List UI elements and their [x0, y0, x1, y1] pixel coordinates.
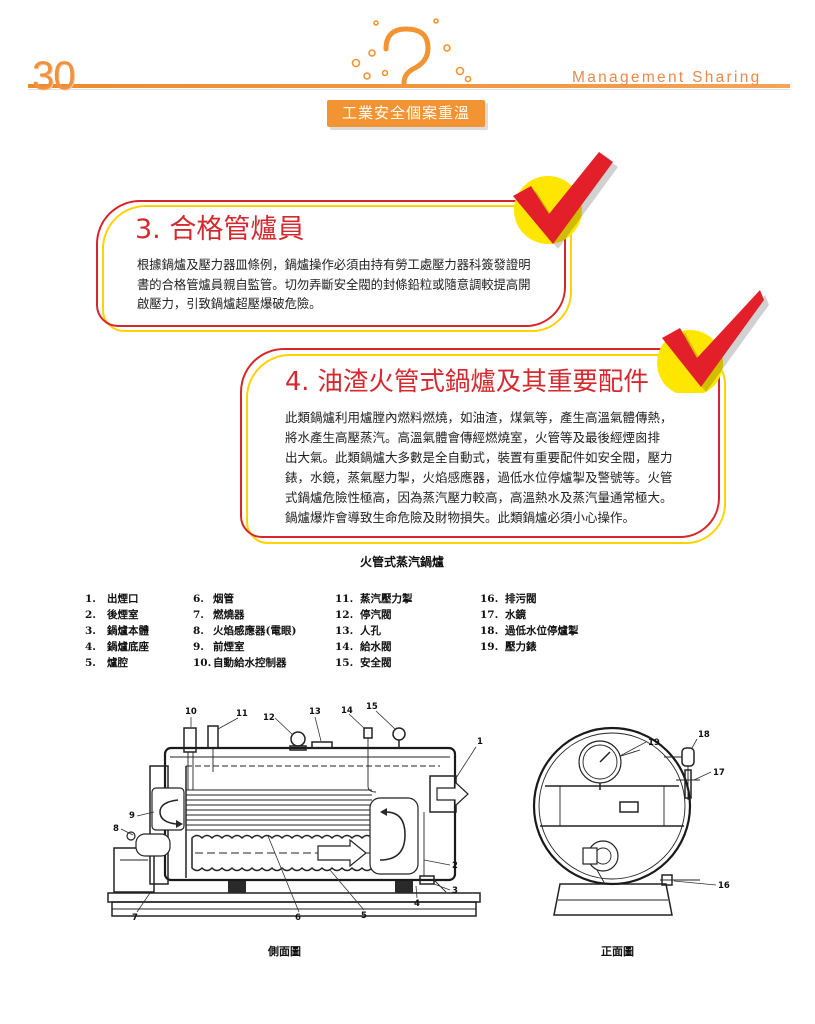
section3-line: 啟壓力，引致鍋爐超壓爆破危險。 [137, 297, 322, 311]
diagram-title: 火管式蒸汽鍋爐 [360, 555, 445, 569]
legend-item: 2.後煙室 [85, 609, 139, 621]
front-shell [532, 726, 692, 886]
section4-body: 此類鍋爐利用爐膛內燃料燃燒，如油渣，煤氣等，產生高溫氣體傳熱， 將水產生高壓蒸汽… [285, 408, 673, 528]
section4-line: 式鍋爐危險性極高，因為蒸汽壓力較高，高溫熱水及蒸汽量通常極大。 [285, 490, 673, 505]
callout-number: 7 [132, 913, 138, 923]
section-label: 工業安全個案重溫 [327, 100, 485, 127]
section3-frame-yellow [102, 205, 572, 332]
exhaust-outlet [429, 775, 469, 813]
front-fittings [660, 747, 700, 886]
section3-line: 根據鍋爐及壓力器皿條例，鍋爐操作必須由持有勞工處壓力器科簽發證明 [137, 258, 531, 272]
pressure-gauge [578, 740, 641, 790]
callout-number: 5 [361, 911, 367, 921]
section4-line: 錶，水鏡，蒸氣壓力掣，火焰感應器，過低水位停爐掣及警號等。火管 [285, 470, 673, 485]
callout-number: 18 [698, 730, 710, 740]
callout-number: 16 [718, 881, 730, 891]
callout-number: 12 [263, 713, 275, 723]
legend-item: 7.燃燒器 [193, 609, 245, 621]
front-burner [582, 840, 619, 885]
front-smoke-chamber [149, 765, 185, 885]
front-view-caption: 正面圖 [601, 945, 634, 958]
side-view-caption: 側面圖 [268, 945, 301, 958]
section3-line: 書的合格管爐員親自監管。切勿弄斷安全閥的封條鉛粒或隨意調較提高開 [137, 277, 531, 292]
callout-number: 2 [452, 861, 458, 871]
section4-line: 將水產生高壓蒸汽。高溫氣體會傳經燃燒室，火管等及最後經煙囪排 [285, 430, 661, 445]
callout-number: 3 [452, 886, 458, 896]
legend-item: 10.自動給水控制器 [193, 657, 287, 669]
boiler-diagram: 10 11 12 13 14 15 1 9 8 7 6 5 4 3 2 [107, 702, 730, 923]
boiler-front-view: 19 18 17 16 [532, 726, 730, 916]
header-rule [28, 84, 790, 88]
section4-line: 鍋爐爆炸會導致生命危險及財物損失。此類鍋爐必須小心操作。 [285, 510, 636, 525]
callout-number: 19 [648, 738, 660, 748]
legend-item: 1.出煙口 [85, 593, 139, 605]
legend-item: 16.排污閥 [480, 593, 537, 605]
front-base [553, 883, 673, 916]
furnace [191, 834, 373, 872]
legend-item: 9.前煙室 [193, 641, 245, 653]
legend-item: 3.鍋爐本體 [85, 625, 149, 637]
rear-smoke-chamber [369, 797, 419, 875]
callout-number: 4 [414, 899, 420, 909]
legend-item: 8.火焰感應器(電眼) [193, 625, 297, 637]
callout-number: 13 [309, 707, 321, 717]
checkmark-icon [513, 152, 618, 249]
legend-item: 12.停汽閥 [335, 609, 392, 621]
callout-number: 6 [295, 913, 301, 923]
smoke-tubes [186, 789, 372, 831]
callout-number: 14 [341, 706, 353, 716]
section3-body: 根據鍋爐及壓力器皿條例，鍋爐操作必須由持有勞工處壓力器科簽發證明 書的合格管爐員… [137, 256, 531, 315]
checkmark-icon [657, 290, 769, 393]
callout-number: 9 [129, 811, 135, 821]
front-view-callouts: 19 18 17 16 [619, 730, 730, 891]
callout-number: 11 [236, 709, 248, 719]
legend-item: 5.爐腔 [85, 657, 128, 669]
callout-number: 1 [477, 737, 483, 747]
section4-title: 4. 油渣火管式鍋爐及其重要配件 [285, 367, 649, 397]
boiler-base [107, 880, 481, 917]
legend-item: 13.人孔 [335, 625, 381, 637]
section4-frame-yellow [246, 354, 726, 544]
section4-line: 此類鍋爐利用爐膛內燃料燃燒，如油渣，煤氣等，產生高溫氣體傳熱， [285, 410, 673, 425]
section4-frame [240, 348, 720, 538]
legend-item: 19.壓力錶 [480, 641, 537, 653]
top-fittings [183, 725, 406, 793]
callout-number: 17 [713, 768, 725, 778]
legend-item: 15.安全閥 [335, 657, 392, 669]
callout-number: 8 [113, 824, 119, 834]
boiler-side-view: 10 11 12 13 14 15 1 9 8 7 6 5 4 3 2 [107, 702, 483, 923]
side-view-callouts: 10 11 12 13 14 15 1 9 8 7 6 5 4 3 2 [113, 702, 483, 923]
callout-number: 10 [185, 707, 197, 717]
section3-title: 3. 合格管爐員 [135, 214, 305, 245]
section4-line: 出大氣。此類鍋爐大多數是全自動式，裝置有重要配件如安全閥，壓力 [285, 450, 673, 465]
legend-item: 6.烟管 [193, 593, 234, 605]
legend-item: 17.水鏡 [480, 609, 526, 621]
callout-number: 15 [366, 702, 378, 712]
legend-item: 11.蒸汽壓力掣 [335, 593, 413, 605]
legend-item: 18.過低水位停爐掣 [480, 625, 579, 637]
legend-item: 14.給水閥 [335, 641, 392, 653]
page-number: 30 [32, 54, 75, 98]
burner [113, 831, 171, 893]
legend-item: 4.鍋爐底座 [85, 641, 149, 653]
header-rule-shadow [28, 89, 790, 90]
section3-frame [96, 200, 566, 327]
question-mark-icon [351, 18, 472, 86]
section-title-en: Management Sharing [572, 69, 762, 86]
